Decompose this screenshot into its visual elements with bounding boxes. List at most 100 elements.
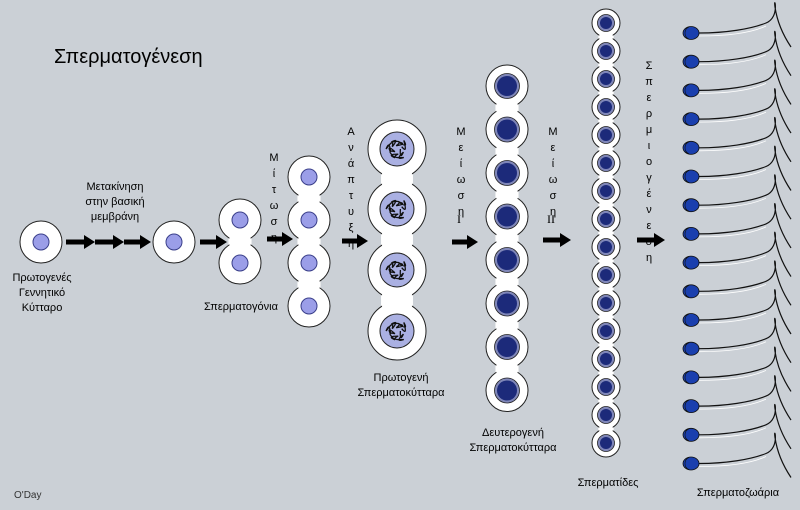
arrow-head: [560, 233, 571, 247]
sperm-head: [682, 255, 700, 270]
right-arrow-icon: [95, 235, 124, 249]
diagram-title: Σπερματογένεση: [54, 46, 203, 68]
stage-meiosis-1-numeral: Ι: [457, 212, 461, 226]
right-arrow-icon: [543, 233, 571, 247]
sperm-tail: [698, 432, 792, 478]
sperm-head: [682, 198, 700, 213]
label-spermatozoa: Σπερματοζωάρια: [696, 487, 780, 499]
spermatozoon: [682, 203, 792, 249]
sperm-midpiece: [698, 111, 767, 123]
sperm-head: [682, 399, 700, 414]
spermatozoon: [682, 231, 792, 277]
stage-spermiogenesis: Σ π ε ρ μ ι ο γ έ ν ε σ η: [645, 60, 653, 264]
secondary-spermatocyte-nucleus: [497, 293, 517, 314]
spermatid-nucleus: [600, 409, 612, 421]
sperm-tail: [698, 88, 792, 134]
mitosis-bridge-fill: [298, 177, 320, 220]
spermatozoon: [682, 88, 792, 134]
sperm-head: [682, 112, 700, 126]
sperm-acrosome: [684, 112, 690, 126]
arrow-head: [216, 235, 227, 249]
primary-spermatocyte-chromatin: [385, 321, 407, 341]
spermatozoon: [682, 432, 792, 478]
spermatogonia-column: [218, 198, 262, 285]
spermatid-nucleus: [600, 129, 612, 141]
spermatozoon: [682, 346, 792, 392]
sperm-midpiece: [698, 283, 767, 295]
sperm-acrosome: [684, 428, 690, 442]
spermatozoon: [682, 174, 792, 220]
sperm-head: [682, 456, 700, 471]
spermatid-nucleus: [600, 381, 612, 393]
stage-meiosis-1: Μ ε ί ω σ η: [456, 126, 466, 218]
spermatozoon: [682, 59, 792, 105]
spermatozoon: [682, 2, 792, 48]
label-secondary-spermatocytes: Δευτερογενή Σπερματοκύτταρα: [469, 427, 557, 454]
sperm-acrosome: [684, 399, 690, 413]
credit-text: O'Day: [14, 490, 42, 501]
sperm-tail: [698, 346, 792, 392]
arrow-head: [467, 235, 478, 249]
arrow-shaft: [124, 239, 142, 245]
secondary-spermatocyte-nucleus: [497, 206, 517, 227]
secondary-spermatocyte-nucleus: [497, 119, 517, 140]
sperm-midpiece: [698, 54, 767, 66]
sperm-head: [682, 313, 700, 327]
sperm-head: [682, 341, 700, 356]
sperm-acrosome: [684, 198, 690, 212]
sperm-tail: [698, 403, 792, 450]
spermatid-nucleus: [600, 185, 612, 197]
arrow-shaft: [200, 239, 218, 245]
primary-spermatocyte-nucleus: [379, 191, 415, 227]
secondary-spermatocyte-column: [485, 64, 529, 412]
mitosis-nucleus: [300, 254, 318, 272]
sperm-tail: [698, 59, 792, 105]
sperm-acrosome: [684, 227, 690, 241]
secondary-spermatocyte-nucleus: [497, 163, 517, 183]
sperm-tail: [698, 289, 792, 335]
right-arrow-icon: [637, 233, 665, 247]
arrow-head: [282, 232, 293, 246]
spermatid-nucleus: [600, 213, 612, 225]
sperm-tail: [698, 116, 792, 163]
arrow-shaft: [452, 239, 469, 245]
basement-nucleus: [165, 233, 183, 251]
stage-mitosis: Μ ί τ ω σ η: [269, 152, 279, 244]
primary-spermatocyte-nucleus: [379, 131, 415, 167]
stage-growth: Α ν ά π τ υ ξ η: [347, 126, 355, 250]
arrow-shaft: [66, 239, 86, 245]
spermatid-nucleus: [600, 437, 612, 449]
spermatozoon: [682, 317, 792, 364]
sperm-midpiece: [698, 83, 767, 94]
spermatid-nucleus: [600, 353, 612, 365]
spermatozoon: [682, 116, 792, 163]
sperm-midpiece: [698, 456, 767, 467]
sperm-acrosome: [684, 55, 690, 68]
sperm-tail: [698, 203, 792, 249]
sperm-midpiece: [698, 140, 767, 152]
sperm-head: [682, 370, 700, 385]
spermatogonia-nucleus: [231, 254, 249, 272]
arrow-shaft: [543, 237, 562, 243]
spermatid-nucleus: [600, 241, 612, 253]
spermatid-nucleus: [600, 45, 612, 57]
sperm-midpiece: [698, 341, 767, 353]
sperm-acrosome: [684, 26, 690, 40]
sperm-tail: [698, 2, 792, 48]
sperm-midpiece: [698, 427, 767, 439]
sperm-head: [682, 26, 700, 40]
sperm-tail: [698, 260, 792, 306]
sperm-head: [682, 54, 700, 69]
sperm-midpiece: [698, 398, 767, 410]
sperm-tail: [698, 174, 792, 220]
mitosis-bridge-fill: [298, 220, 320, 263]
sperm-acrosome: [684, 256, 690, 269]
right-arrow-icon: [200, 235, 227, 249]
arrow-shaft: [267, 236, 284, 242]
secondary-spermatocyte-nucleus: [497, 76, 517, 96]
sperm-midpiece: [698, 25, 767, 37]
sperm-head: [682, 284, 700, 299]
primordial-nucleus: [32, 233, 50, 251]
mitosis-bridge-fill: [298, 263, 320, 306]
